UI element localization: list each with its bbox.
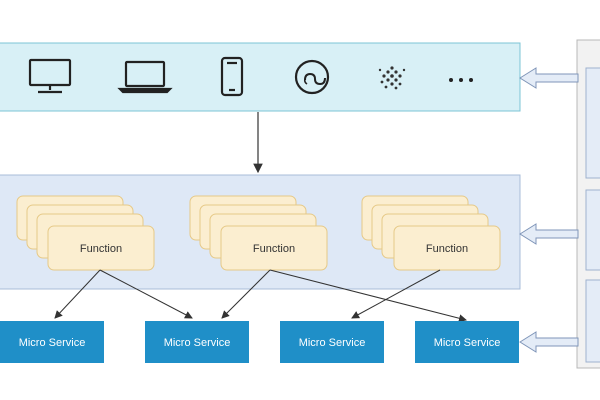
right-panel-section-3 [585,279,600,363]
mini-program-icon [294,59,330,95]
micro-service-3: Micro Service [280,321,384,363]
right-panel-section-1 [585,67,600,179]
client-devices-bar [0,42,521,112]
micro-service-label: Micro Service [299,337,366,349]
more-ellipsis-icon [449,78,473,82]
laptop-icon [117,60,173,94]
function-card [220,225,328,271]
micro-service-label: Micro Service [164,337,231,349]
function-card [393,225,501,271]
left-arrow-clients [519,67,579,89]
desktop-monitor-icon [28,58,72,94]
left-arrow-functions [519,223,579,245]
micro-service-1: Micro Service [0,321,104,363]
micro-service-label: Micro Service [434,337,501,349]
right-panel-section-2 [585,189,600,271]
micro-service-label: Micro Service [19,337,86,349]
micro-service-2: Micro Service [145,321,249,363]
smartphone-icon [220,56,244,97]
micro-service-4: Micro Service [415,321,519,363]
function-service-connections [54,269,467,323]
function-group-1: Function [16,195,155,271]
function-group-2: Function [189,195,328,271]
left-arrow-services [519,331,579,353]
function-group-3: Function [361,195,501,271]
iota-logo-icon [378,66,406,90]
function-label: Function [253,243,295,255]
function-label: Function [426,243,468,255]
function-label: Function [80,243,122,255]
